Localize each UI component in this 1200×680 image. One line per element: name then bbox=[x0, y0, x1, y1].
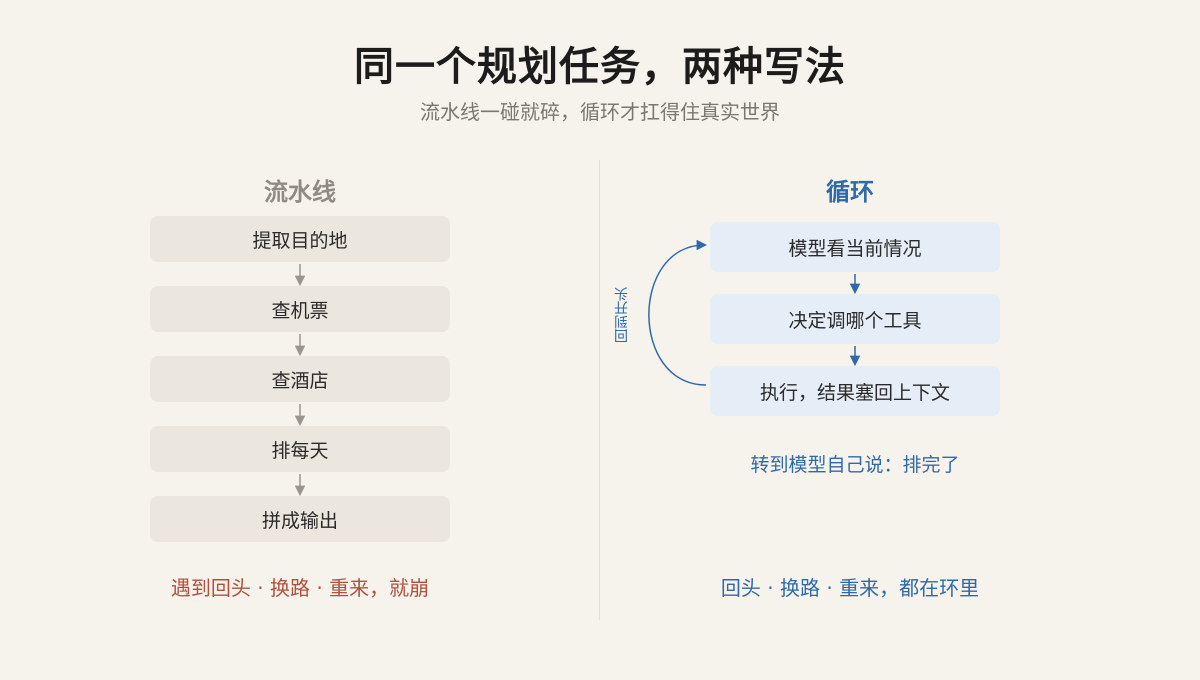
pipeline-step-assemble-output: 拼成输出 bbox=[150, 496, 450, 542]
pipeline-step-extract-destination: 提取目的地 bbox=[150, 216, 450, 262]
pipeline-step-search-flights: 查机票 bbox=[150, 286, 450, 332]
loop-step-execute: 执行，结果塞回上下文 bbox=[710, 366, 1000, 416]
pipeline-step-plan-days: 排每天 bbox=[150, 426, 450, 472]
loop-step-choose-tool: 决定调哪个工具 bbox=[710, 294, 1000, 344]
loop-back-arrow bbox=[648, 239, 708, 386]
pipeline-footer: 遇到回头 · 换路 · 重来，就崩 bbox=[170, 576, 430, 600]
loop-step-observe: 模型看当前情况 bbox=[710, 222, 1000, 272]
pipeline-heading: 流水线 bbox=[264, 178, 336, 206]
loop-exit-note: 转到模型自己说：排完了 bbox=[750, 454, 960, 476]
page-subtitle: 流水线一碰就碎，循环才扛得住真实世界 bbox=[420, 100, 780, 124]
pipeline-step-search-hotels: 查酒店 bbox=[150, 356, 450, 402]
page-title: 同一个规划任务，两种写法 bbox=[354, 44, 846, 90]
loop-footer: 回头 · 换路 · 重来，都在环里 bbox=[720, 576, 980, 600]
loop-heading: 循环 bbox=[826, 178, 874, 206]
column-divider bbox=[599, 160, 600, 620]
